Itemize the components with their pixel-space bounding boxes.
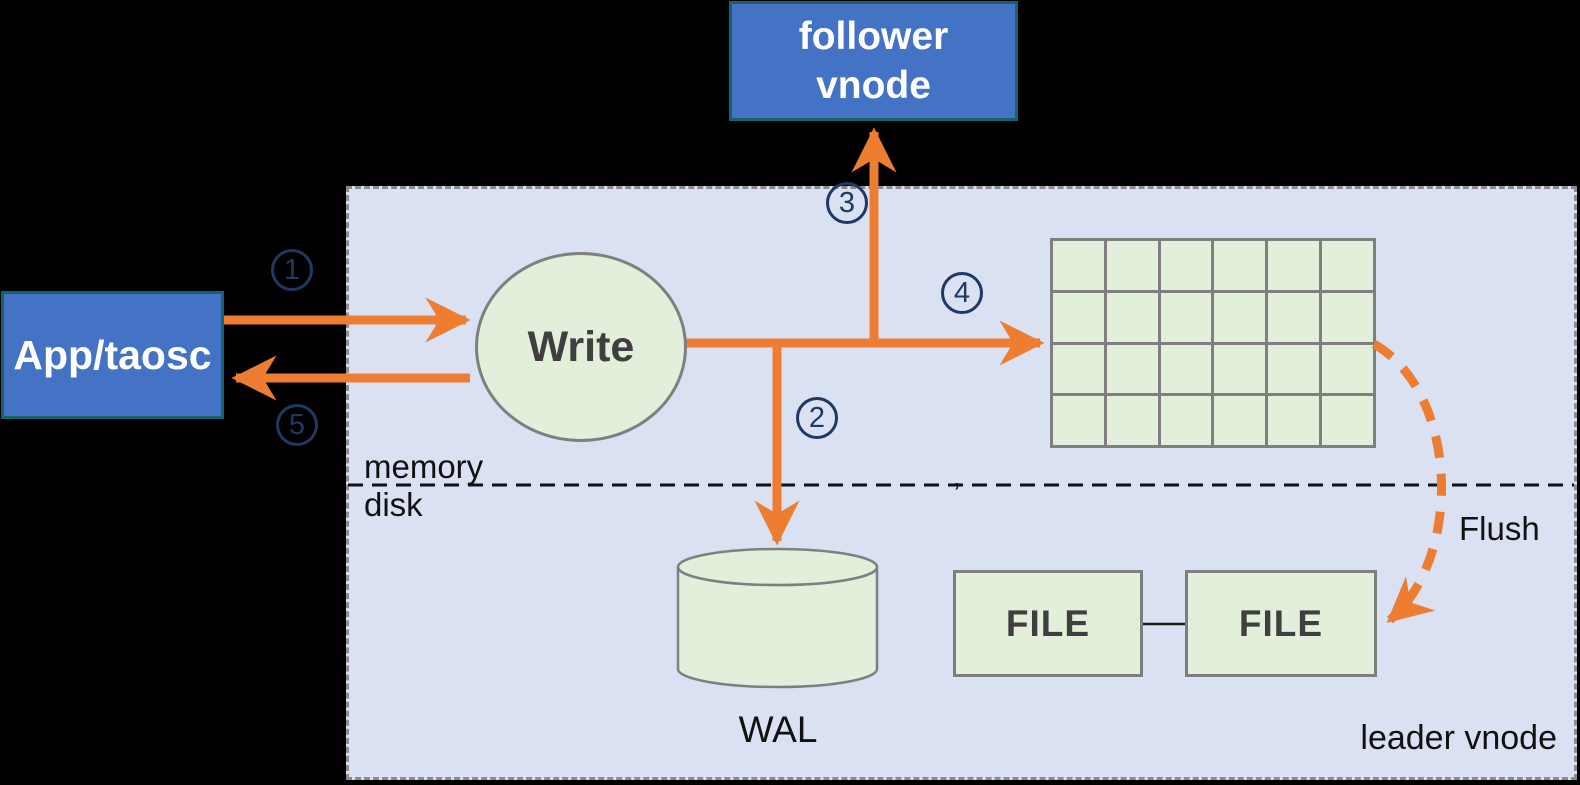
step-circle-5: 5 (276, 404, 318, 446)
memtable-cell (1214, 292, 1266, 342)
memtable-cell (1160, 241, 1212, 290)
file-right-label: FILE (1238, 602, 1324, 644)
memtable-grid (1050, 238, 1376, 448)
memtable-cell (1053, 344, 1104, 394)
memtable-cell (1053, 396, 1104, 445)
memtable-cell (1160, 292, 1212, 342)
file-box-left: FILE (953, 570, 1143, 677)
step-circle-2: 2 (796, 397, 838, 439)
step-3-number: 3 (838, 186, 856, 219)
memtable-cell (1322, 344, 1373, 394)
memtable-cell (1322, 241, 1373, 290)
memtable-cell (1106, 292, 1158, 342)
write-node: Write (475, 252, 687, 442)
wal-label: WAL (738, 709, 818, 750)
follower-vnode-node: follower vnode (729, 1, 1018, 121)
memtable-cell (1322, 292, 1373, 342)
memtable-cell (1160, 344, 1212, 394)
app-taosc-label: App/taosc (13, 331, 212, 378)
step-circle-4: 4 (941, 272, 983, 314)
memtable-cell (1053, 292, 1104, 342)
step-4-number: 4 (953, 276, 971, 309)
memtable-cell (1268, 344, 1320, 394)
memtable-cell (1214, 396, 1266, 445)
memory-label: memory (364, 448, 484, 485)
file-box-right: FILE (1185, 570, 1377, 677)
step-1-number: 1 (283, 253, 301, 286)
step-circle-3: 3 (826, 182, 868, 224)
memtable-cell (1214, 344, 1266, 394)
memtable-cell (1053, 241, 1104, 290)
follower-vnode-label: follower vnode (798, 14, 949, 107)
divider-comma-mark: , (953, 461, 961, 492)
memtable-cell (1268, 396, 1320, 445)
step-2-number: 2 (808, 401, 826, 434)
app-taosc-node: App/taosc (1, 291, 224, 419)
step-5-number: 5 (288, 408, 306, 441)
file-left-label: FILE (1005, 602, 1091, 644)
memtable-cell (1106, 344, 1158, 394)
memtable-cell (1268, 292, 1320, 342)
flush-label: Flush (1459, 510, 1540, 547)
memtable-cell (1214, 241, 1266, 290)
memtable-cell (1322, 396, 1373, 445)
write-label: Write (527, 322, 635, 371)
memtable-cell (1106, 396, 1158, 445)
disk-label: disk (364, 486, 423, 523)
memtable-cell (1268, 241, 1320, 290)
step-circle-1: 1 (271, 249, 313, 291)
memtable-cell (1160, 396, 1212, 445)
leader-vnode-label: leader vnode (1360, 719, 1557, 757)
memtable-cell (1106, 241, 1158, 290)
